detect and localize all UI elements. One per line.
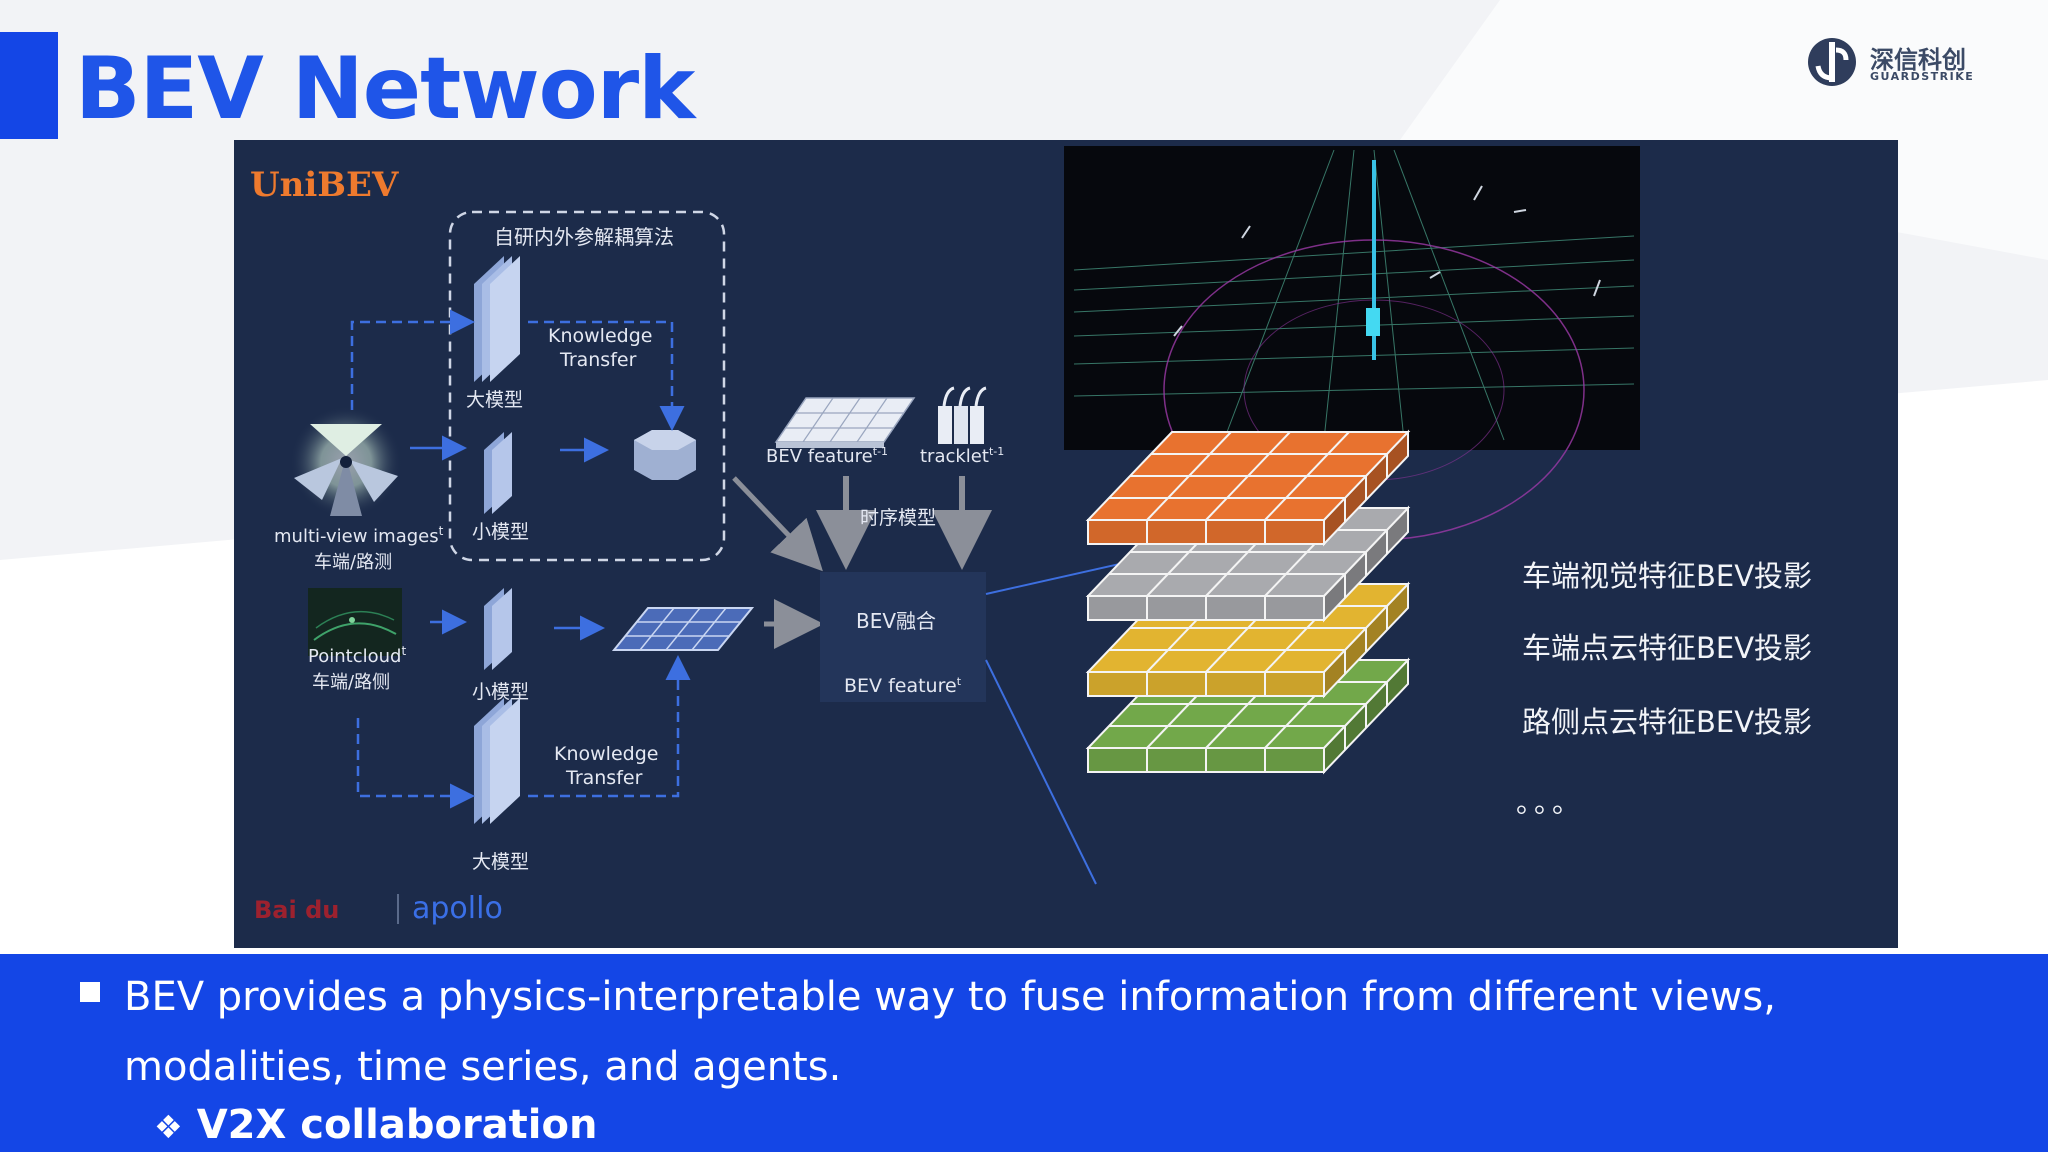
small-model-top-label: 小模型 xyxy=(472,521,529,543)
layer-label-vehicle-pointcloud: 车端点云特征BEV投影 xyxy=(1522,631,1812,665)
small-model-bottom-label: 小模型 xyxy=(472,681,529,703)
unibev-label: UniBEV xyxy=(250,165,399,205)
temporal-model-label: 时序模型 xyxy=(860,507,936,529)
square-bullet-icon xyxy=(80,982,100,1002)
bev-visualization-image xyxy=(1064,146,1640,541)
multiview-source-label: 车端/路测 xyxy=(314,552,392,573)
layer-label-roadside-pointcloud: 路侧点云特征BEV投影 xyxy=(1522,705,1812,739)
small-model-top-icon xyxy=(484,432,512,514)
main-bullet-text: BEV provides a physics-interpretable way… xyxy=(124,974,1776,1090)
baidu-logo: Bai du xyxy=(254,896,339,924)
sub-bullet-text: V2X collaboration xyxy=(196,1102,598,1148)
bev-feature-prev-label: BEV featuret-1 xyxy=(766,445,888,467)
multiview-label: multi-view imagest xyxy=(274,524,444,547)
logo-subtitle: GUARDSTRIKE xyxy=(1870,70,1975,83)
company-logo: 深信科创 GUARDSTRIKE xyxy=(1806,36,1998,88)
title-accent-bar xyxy=(0,32,58,139)
bev-layer-stack xyxy=(1085,429,1411,775)
diamond-bullet-icon: ❖ xyxy=(154,1108,183,1146)
apollo-logo: apollo xyxy=(412,891,503,926)
hexagon-block-icon xyxy=(634,430,696,480)
small-model-bottom-icon xyxy=(484,588,512,670)
knowledge-transfer-bottom-line2: Transfer xyxy=(565,767,643,789)
slide-title: BEV Network xyxy=(75,39,695,139)
logo-mark-icon xyxy=(1808,38,1856,86)
pointcloud-source-label: 车端/路侧 xyxy=(312,672,390,693)
algorithm-dashed-box xyxy=(448,210,726,562)
algorithm-box-label: 自研内外参解耦算法 xyxy=(494,225,674,249)
logo-name: 深信科创 xyxy=(1870,46,1966,74)
pointcloud-thumbnail xyxy=(308,588,402,656)
multiview-images-icon xyxy=(290,406,402,518)
large-model-top-label: 大模型 xyxy=(466,389,523,411)
layer-label-more: 。。。 xyxy=(1516,786,1584,819)
layer-vehicle-vision xyxy=(1085,429,1411,547)
tracklet-prev-icon xyxy=(938,386,987,444)
bev-feature-t-label: BEV featuret xyxy=(844,675,962,697)
layer-label-vehicle-vision: 车端视觉特征BEV投影 xyxy=(1522,559,1812,593)
knowledge-transfer-bottom-line1: Knowledge xyxy=(554,743,658,765)
sub-bullet: ❖ V2X collaboration xyxy=(154,1102,597,1148)
knowledge-transfer-top-line2: Transfer xyxy=(559,349,637,371)
pointcloud-label: Pointcloudt xyxy=(308,644,406,667)
large-model-bottom-label: 大模型 xyxy=(472,851,529,873)
bev-fusion-box xyxy=(820,572,986,702)
large-model-top-icon xyxy=(474,256,520,382)
bev-feature-prev-icon xyxy=(774,397,916,448)
knowledge-transfer-top-line1: Knowledge xyxy=(548,325,652,347)
bev-grid-plate-icon xyxy=(611,607,755,651)
unibev-diagram: UniBEV 自研内外参解耦算法 大模型 Knowledge Transfer … xyxy=(234,140,1898,948)
tracklet-prev-label: tracklett-1 xyxy=(920,445,1004,467)
large-model-bottom-icon xyxy=(474,698,520,824)
diagram-canvas: UniBEV 自研内外参解耦算法 大模型 Knowledge Transfer … xyxy=(250,146,1812,926)
bev-fusion-label: BEV融合 xyxy=(856,609,936,633)
footer-bullet-panel: BEV provides a physics-interpretable way… xyxy=(0,954,2048,1152)
